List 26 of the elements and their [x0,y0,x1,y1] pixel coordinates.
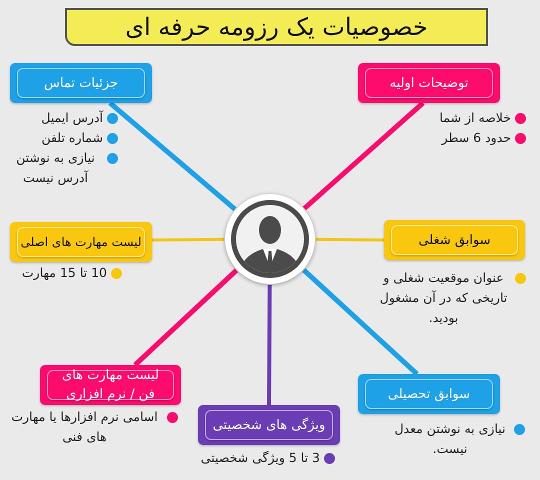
list-item-text: اسامی نرم افزارها یا مهارت های فنی [10,408,159,446]
topic-box: توضیحات اولیه [358,63,500,103]
topic-box: سوابق شغلی [384,220,525,260]
topic-box: لیست مهارت های اصلی [10,222,152,262]
list-item-text: 3 تا 5 ویژگی شخصیتی [200,449,320,467]
person-icon [224,193,316,285]
connector-line [302,101,425,210]
title-banner: خصوصیات یک رزومه حرفه ای [65,8,488,46]
topic-box: ویژگی های شخصیتی [198,405,340,445]
list-item-text: شماره تلفن [41,129,103,147]
topic-box: لیست مهارت های فن / نرم افزاری [40,365,181,405]
list-item-text: آدرس ایمیل [41,109,103,127]
topic-box: جزئیات تماس [10,63,152,103]
connector-line [152,238,224,242]
connector-line [316,238,384,242]
topic-box: سوابق تحصیلی [358,374,500,414]
list-item-text: نیازی به نوشتن معدل نیست. [393,420,507,458]
connector-line [133,268,238,367]
connector-line [267,284,272,406]
connector-line [108,101,237,212]
list-item-text: حدود 6 سطر [442,129,511,147]
list-item-text: عنوان موقعیت شغلی و تاریخی که در آن مشغول بودید. [378,269,508,327]
list-item-text: 10 تا 15 مهارت [22,264,107,282]
list-item-text: نیازی به نوشتن آدرس نیست [15,149,96,187]
list-item-text: خلاصه از شما [440,109,511,127]
connector-line [302,268,419,376]
